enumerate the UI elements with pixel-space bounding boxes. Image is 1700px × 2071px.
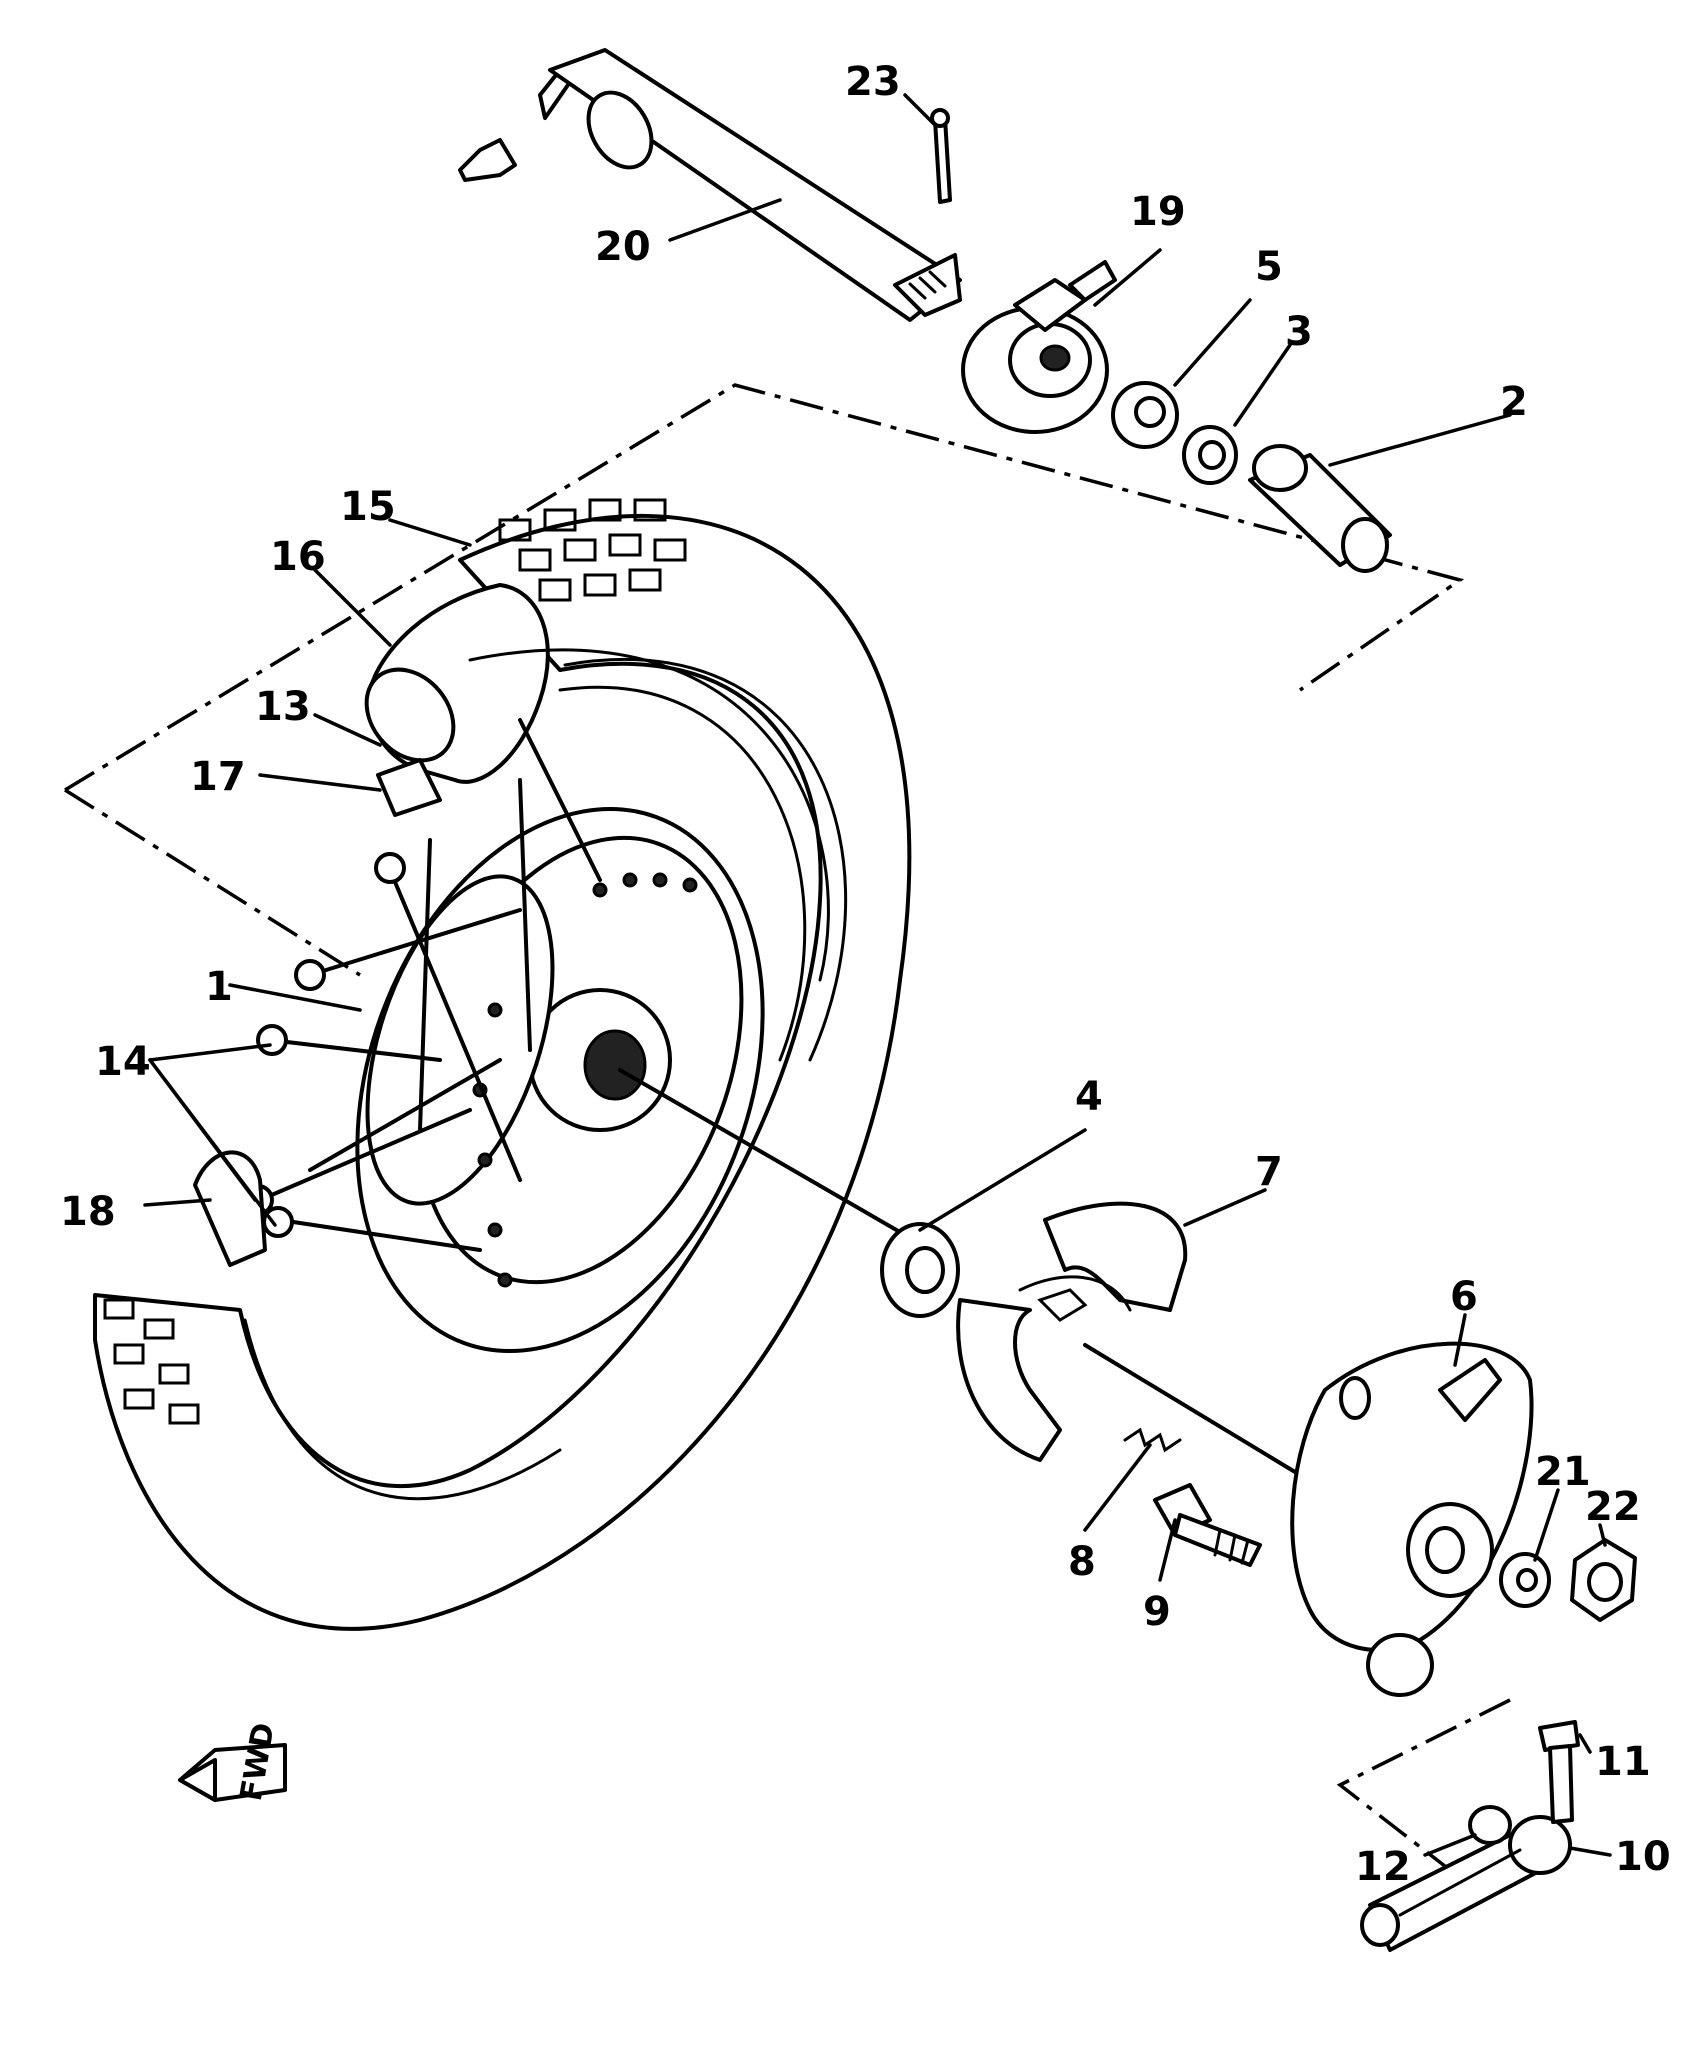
callout-18: 18 [60,1189,116,1235]
callout-23: 23 [845,59,901,105]
callout-22: 22 [1585,1484,1641,1530]
washer-21 [1499,1552,1551,1608]
brake-shoe [956,1201,1188,1462]
tire [93,513,912,1631]
bearing-5 [1111,381,1179,449]
callout-1: 1 [205,964,233,1010]
callout-4: 4 [1075,1074,1103,1120]
callout-20: 20 [595,224,651,270]
speedometer-gear-unit [961,260,1117,434]
spoke-nipples [242,852,406,1238]
spacer-collar [1248,444,1392,573]
camshaft-lever [1360,1815,1572,1952]
callout-15: 15 [340,484,396,530]
callout-19: 19 [1130,189,1186,235]
callout-3: 3 [1285,309,1313,355]
callout-7: 7 [1255,1149,1283,1195]
callout-labels: 23 20 19 5 3 2 15 16 13 17 1 14 18 4 7 6… [60,59,1671,1890]
oil-seal-3 [1182,425,1238,485]
tire-tread [103,498,687,1425]
callout-11: 11 [1595,1739,1651,1785]
spokes [258,718,602,1252]
cotter-pin [930,108,952,204]
axle-centerline [618,1068,1302,1477]
wheel-rim [468,648,830,982]
hub-spoke-holes [472,872,698,1288]
callout-16: 16 [270,534,326,580]
axle-nut [1570,1538,1637,1622]
callout-6: 6 [1450,1274,1478,1320]
callout-21: 21 [1535,1449,1591,1495]
brake-shoe-plate [1290,1341,1534,1697]
callout-5: 5 [1255,244,1283,290]
tire-valve [376,758,442,817]
washer-12 [1468,1805,1512,1845]
assembly-frame-lower [1336,1698,1511,1872]
callout-10: 10 [1615,1834,1671,1880]
fwd-direction-marker: FWD [178,1720,287,1804]
callout-14: 14 [95,1039,151,1085]
brake-cam [1153,1483,1262,1567]
leader-lines [143,93,1612,1857]
callout-8: 8 [1068,1539,1096,1585]
rim-lock [193,1150,267,1267]
brake-spring [1123,1427,1182,1453]
callout-9: 9 [1143,1589,1171,1635]
lever-bolt [1538,1720,1580,1824]
callout-2: 2 [1500,379,1528,425]
assembly-frame-upper [64,383,1465,977]
callout-17: 17 [190,754,246,800]
rim-band [364,583,550,784]
wheel-hub [355,806,765,1354]
bearing-4 [880,1222,960,1318]
front-axle [458,48,962,322]
callout-13: 13 [255,684,311,730]
callout-12: 12 [1355,1844,1411,1890]
